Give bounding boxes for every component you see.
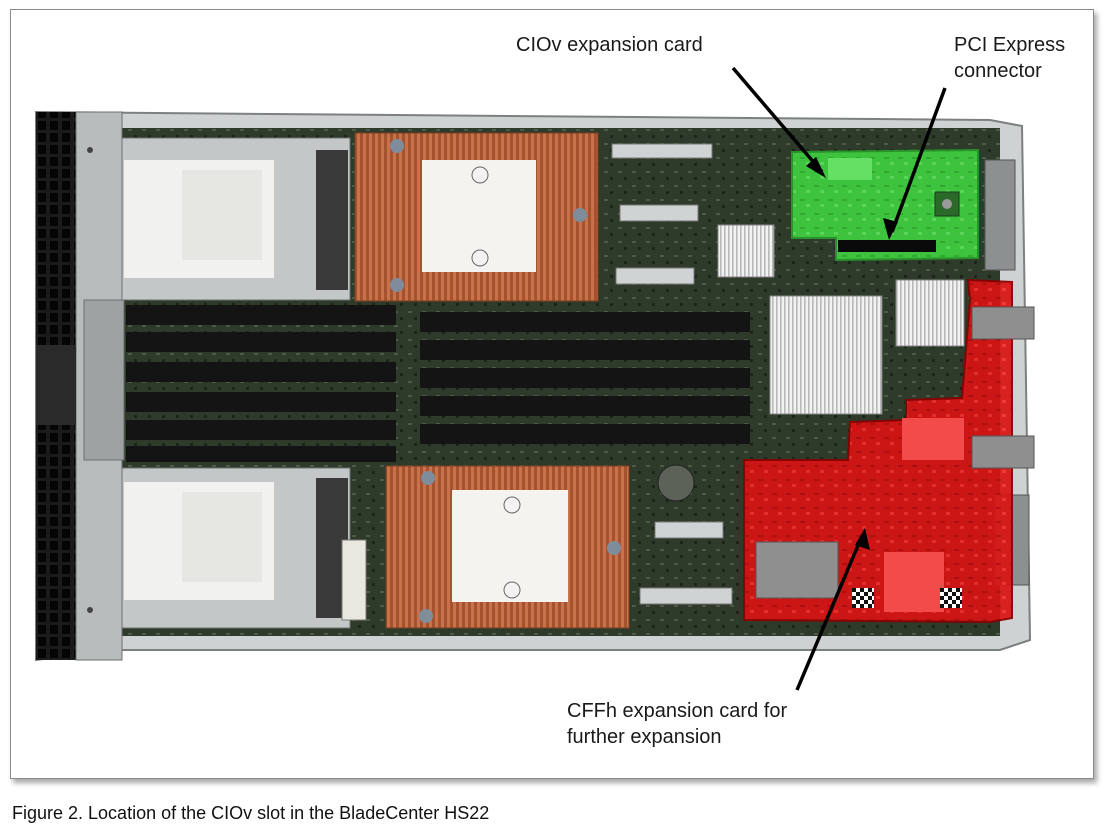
ciov-arrow xyxy=(731,66,824,174)
cffh-arrow xyxy=(795,535,864,691)
pci-express-label-line1: PCI Express xyxy=(954,34,1066,56)
ciov-card-label: CIOv expansion card xyxy=(516,34,703,56)
callout-arrows xyxy=(731,66,947,691)
pci-arrow xyxy=(890,87,947,233)
dimm-slots xyxy=(126,305,750,462)
pci-express-label-line2: connector xyxy=(954,60,1042,82)
cffh-card-label-line2: further expansion xyxy=(567,726,722,748)
chipset-heatsink xyxy=(769,295,883,415)
cffh-card-highlight xyxy=(743,278,1013,624)
figure-caption: Figure 2. Location of the CIOv slot in t… xyxy=(12,803,490,823)
cffh-card-label-line1: CFFh expansion card for xyxy=(567,700,788,722)
pci-express-connector xyxy=(838,240,936,252)
